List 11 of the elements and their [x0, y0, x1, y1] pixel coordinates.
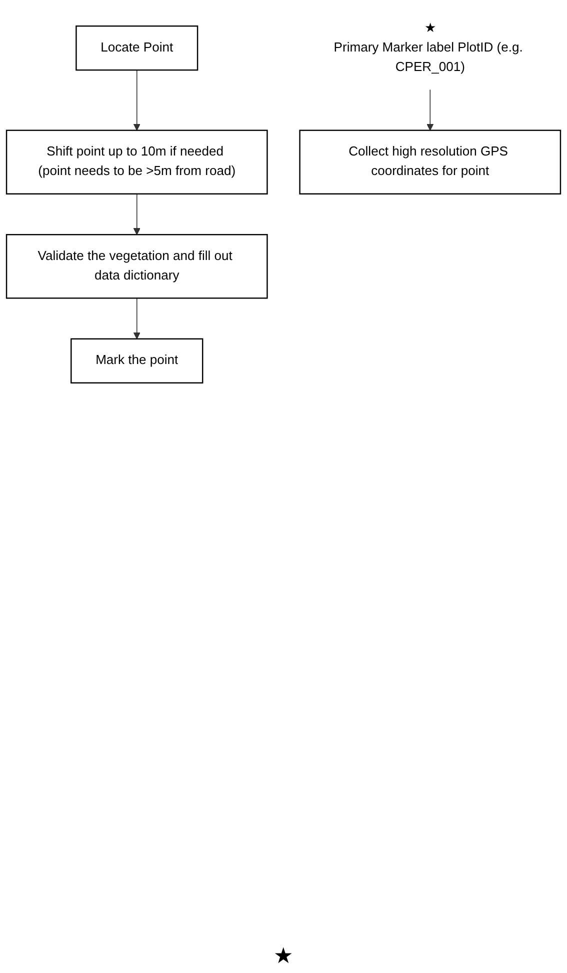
node-box: Locate Point: [76, 25, 198, 71]
node-text: ★ Primary Marker label PlotID (e.g. CPER_001): [334, 21, 523, 74]
star-mark: ★: [274, 943, 294, 969]
arrow: [133, 298, 140, 340]
node-box: Collect high resolution GPS coordinates for point: [299, 130, 562, 194]
node-box: Shift point up to 10m if needed (point needs to be >5m from road): [6, 130, 268, 194]
arrow: [133, 70, 140, 131]
arrow: [426, 89, 434, 131]
node-box: Mark the point: [70, 338, 204, 384]
arrow: [133, 193, 140, 235]
node-box: Validate the vegetation and fill out data dictionary: [6, 234, 268, 299]
